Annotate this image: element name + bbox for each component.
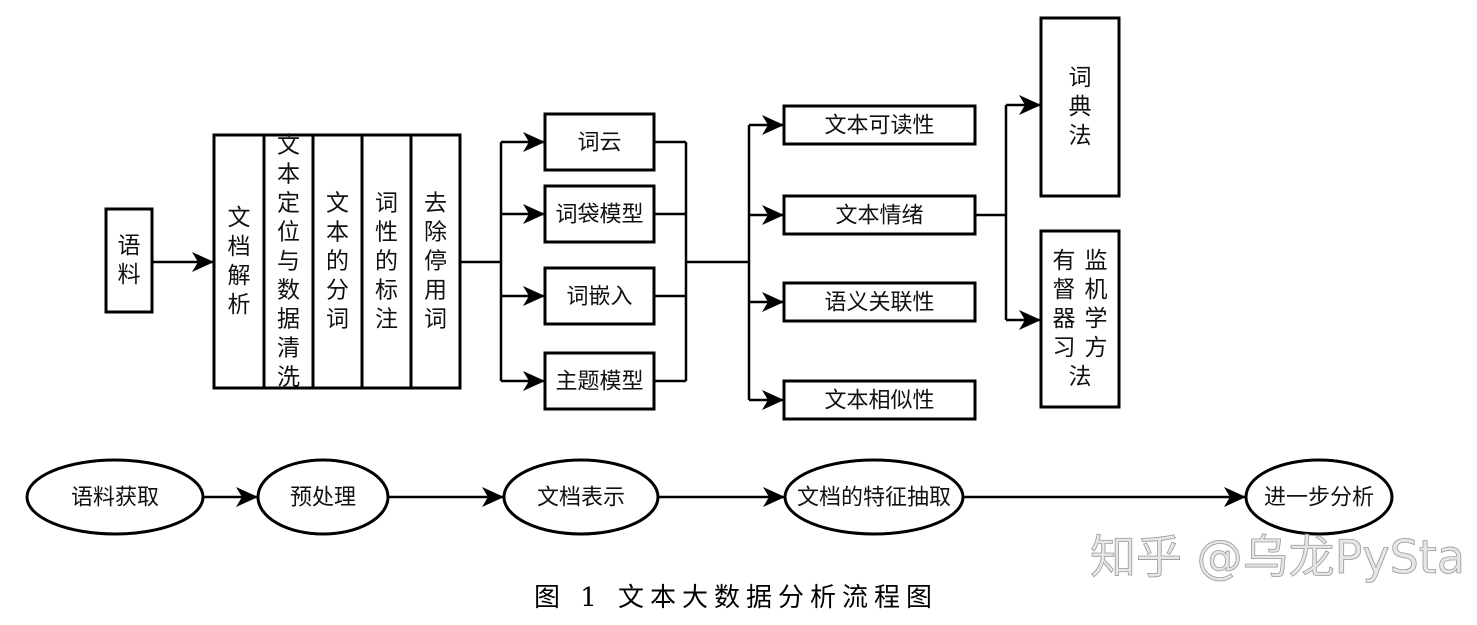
- representation-word-cloud-label: 词云: [577, 131, 621, 156]
- feature-similarity-label: 文本相似性: [824, 389, 934, 414]
- preprocess-step-locate-clean-label: 文本定位与数据清洗: [277, 133, 300, 391]
- representation-topic-model-label: 主题模型: [555, 370, 643, 395]
- arrow-to-bag-of-words: [523, 204, 545, 224]
- pipeline-feature-extraction: 文档的特征抽取: [783, 458, 965, 536]
- node-corpus: 语料: [104, 207, 154, 314]
- preprocess-step-doc-parse: 文档解析: [212, 133, 266, 390]
- representation-topic-model: 主题模型: [543, 351, 656, 411]
- preprocess-step-stopword-removal-label: 去除停用词: [424, 191, 447, 333]
- feature-readability-label: 文本可读性: [824, 114, 934, 139]
- preprocess-step-locate-clean-box: [262, 133, 315, 390]
- figure-caption: 图 1 文本大数据分析流程图: [534, 583, 938, 613]
- arrow-to-similarity: [762, 390, 784, 410]
- caption-title: 文本大数据分析流程图: [618, 583, 938, 613]
- sentiment-method-supervised-ml-label: 有监督机器学习方法: [1053, 248, 1108, 390]
- feature-sentiment-box: [782, 194, 977, 236]
- feature-readability-box: [782, 104, 977, 146]
- representation-word-embedding: 词嵌入: [543, 266, 656, 326]
- pipeline-feature-extraction-label: 文档的特征抽取: [797, 486, 951, 511]
- arrow-to-preprocess: [192, 252, 214, 272]
- preprocess-step-locate-clean: 文本定位与数据清洗: [262, 133, 315, 391]
- pipeline-further-analysis-label: 进一步分析: [1264, 486, 1374, 511]
- arrow-to-further-analysis: [1224, 487, 1246, 507]
- representation-bag-of-words-label: 词袋模型: [555, 203, 643, 228]
- sentiment-method-dictionary-method-box: [1039, 16, 1121, 198]
- pipeline-corpus-acquisition: 语料获取: [25, 458, 205, 536]
- arrow-to-sentiment: [762, 205, 784, 225]
- feature-sentiment-label: 文本情绪: [835, 204, 923, 229]
- arrow-to-feature-extraction: [763, 487, 785, 507]
- feature-semantic-relevance-label: 语义关联性: [824, 291, 934, 316]
- preprocess-step-doc-parse-box: [212, 133, 266, 390]
- pipeline-further-analysis: 进一步分析: [1244, 458, 1394, 536]
- preprocess-step-segmentation: 文本的分词: [311, 133, 364, 390]
- pipeline-doc-representation-label: 文档表示: [537, 486, 625, 511]
- preprocess-step-stopword-removal-box: [409, 133, 462, 390]
- arrow-to-readability: [762, 115, 784, 135]
- arrow-to-dictionary-method: [1019, 95, 1041, 115]
- pipeline-preprocessing: 预处理: [256, 458, 390, 536]
- preprocess-step-pos-tagging-box: [360, 133, 413, 390]
- feature-sentiment: 文本情绪: [782, 194, 977, 236]
- arrow-to-semantic-relevance: [762, 292, 784, 312]
- preprocess-step-doc-parse-label: 文档解析: [228, 205, 251, 318]
- node-corpus-box: [104, 207, 154, 314]
- watermark: 知乎 @乌龙PySta: [1090, 530, 1465, 584]
- sentiment-method-supervised-ml-box: [1039, 229, 1121, 409]
- representation-word-embedding-box: [543, 266, 656, 326]
- arrow-to-supervised-ml: [1019, 310, 1041, 330]
- representation-word-embedding-label: 词嵌入: [566, 285, 632, 310]
- arrow-to-word-embedding: [523, 286, 545, 306]
- pipeline-doc-representation: 文档表示: [502, 458, 660, 536]
- preprocess-step-stopword-removal: 去除停用词: [409, 133, 462, 390]
- preprocess-step-segmentation-label: 文本的分词: [326, 191, 349, 333]
- preprocess-step-pos-tagging: 词性的标注: [360, 133, 413, 390]
- pipeline-corpus-acquisition-label: 语料获取: [71, 486, 159, 511]
- representation-bag-of-words: 词袋模型: [543, 184, 656, 244]
- diagram-nodes: 语料 文档解析 文本定位与数据清洗 文本的分词 词性的标注 去除停用词 词云词袋模型词嵌入主…: [25, 16, 1394, 536]
- arrow-to-word-cloud: [523, 132, 545, 152]
- arrow-to-doc-representation: [482, 487, 504, 507]
- sentiment-method-supervised-ml: 有监督机器学习方法: [1039, 229, 1121, 409]
- feature-readability: 文本可读性: [782, 104, 977, 146]
- feature-semantic-relevance: 语义关联性: [782, 281, 977, 323]
- caption-number: 图 1: [534, 583, 603, 613]
- feature-similarity-box: [782, 379, 977, 421]
- representation-bag-of-words-box: [543, 184, 656, 244]
- sentiment-method-dictionary-method: 词典法: [1039, 16, 1121, 198]
- pipeline-corpus-acquisition-shape: [25, 458, 205, 536]
- arrow-to-preprocessing: [236, 487, 258, 507]
- feature-semantic-relevance-box: [782, 281, 977, 323]
- pipeline-preprocessing-label: 预处理: [290, 486, 356, 511]
- representation-topic-model-box: [543, 351, 656, 411]
- node-corpus-label: 语料: [118, 233, 141, 288]
- sentiment-method-dictionary-method-label: 词典法: [1069, 65, 1092, 149]
- preprocess-step-segmentation-box: [311, 133, 364, 390]
- arrowheads: [192, 95, 1246, 507]
- representation-word-cloud: 词云: [543, 112, 656, 172]
- arrow-to-topic-model: [523, 371, 545, 391]
- feature-similarity: 文本相似性: [782, 379, 977, 421]
- preprocess-step-pos-tagging-label: 词性的标注: [375, 191, 398, 333]
